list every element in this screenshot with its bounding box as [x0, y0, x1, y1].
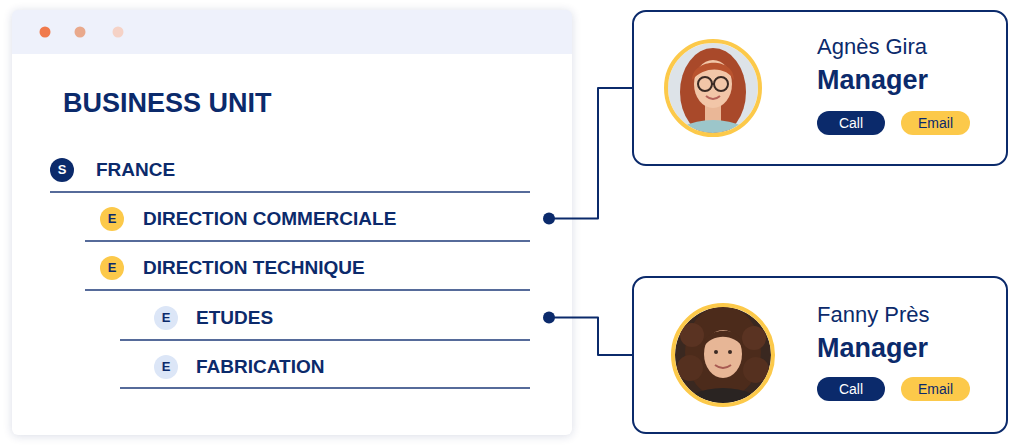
contact-card: Agnès GiraManagerCall Email	[632, 10, 1008, 166]
type-badge: E	[154, 306, 178, 330]
contact-card: Fanny PrèsManagerCall Email	[632, 276, 1008, 434]
browser-bar	[12, 10, 572, 54]
unit-name: FRANCE	[96, 148, 175, 192]
action-button: Email	[901, 377, 970, 401]
button-label: Email	[913, 377, 958, 401]
unit-name: ETUDES	[196, 295, 273, 340]
type-badge: E	[100, 256, 124, 280]
tree-row: DIRECTION COMMERCIALE E	[85, 196, 549, 241]
avatar-photo	[670, 300, 780, 428]
unit-name: FABRICATION	[196, 345, 324, 388]
row-underlines	[50, 192, 530, 388]
avatar-ring	[666, 41, 760, 135]
action-button: Call	[817, 377, 885, 401]
avatar-photo	[660, 35, 770, 164]
person-role: Manager	[817, 332, 928, 364]
window-dot	[40, 27, 51, 38]
row-underline	[120, 339, 530, 341]
connector-group	[543, 312, 632, 356]
window-dot	[75, 27, 86, 38]
row-underline	[120, 387, 530, 389]
action-button: Email	[901, 111, 970, 135]
badge-letter: S	[50, 158, 74, 182]
person-role: Manager	[817, 64, 928, 96]
connector-group	[543, 88, 632, 225]
button-label: Call	[829, 111, 873, 135]
row-underline	[50, 191, 530, 193]
person-name: Fanny Près	[817, 301, 930, 329]
unit-name: DIRECTION TECHNIQUE	[143, 245, 365, 290]
panel-title: BUSINESS UNIT	[63, 86, 572, 120]
type-badge: E	[100, 207, 124, 231]
badge-letter: E	[100, 256, 124, 280]
connector-dot	[543, 213, 555, 225]
browser-window: BUSINESS UNIT FRANCE S DIRECTION COMMERCIAL…	[12, 10, 572, 435]
connector-line	[549, 318, 632, 356]
action-button: Call	[817, 111, 885, 135]
badge-letter: E	[100, 207, 124, 231]
tree-row: FABRICATION E	[120, 345, 549, 388]
window-dot	[113, 27, 124, 38]
tree-row: ETUDES E	[120, 295, 549, 340]
connector-dot	[543, 312, 555, 324]
tree-row: FRANCE S	[50, 148, 549, 192]
unit-name: DIRECTION COMMERCIALE	[143, 196, 396, 241]
type-badge: E	[154, 355, 178, 379]
connector-line	[549, 88, 632, 219]
type-badge: S	[50, 158, 74, 182]
avatar-ring	[673, 305, 773, 405]
button-label: Call	[829, 377, 873, 401]
badge-letter: E	[154, 355, 178, 379]
row-underline	[85, 240, 530, 242]
badge-letter: E	[154, 306, 178, 330]
button-label: Email	[913, 111, 958, 135]
person-name: Agnès Gira	[817, 33, 927, 61]
tree-row: DIRECTION TECHNIQUE E	[85, 245, 549, 290]
row-underline	[85, 289, 530, 291]
